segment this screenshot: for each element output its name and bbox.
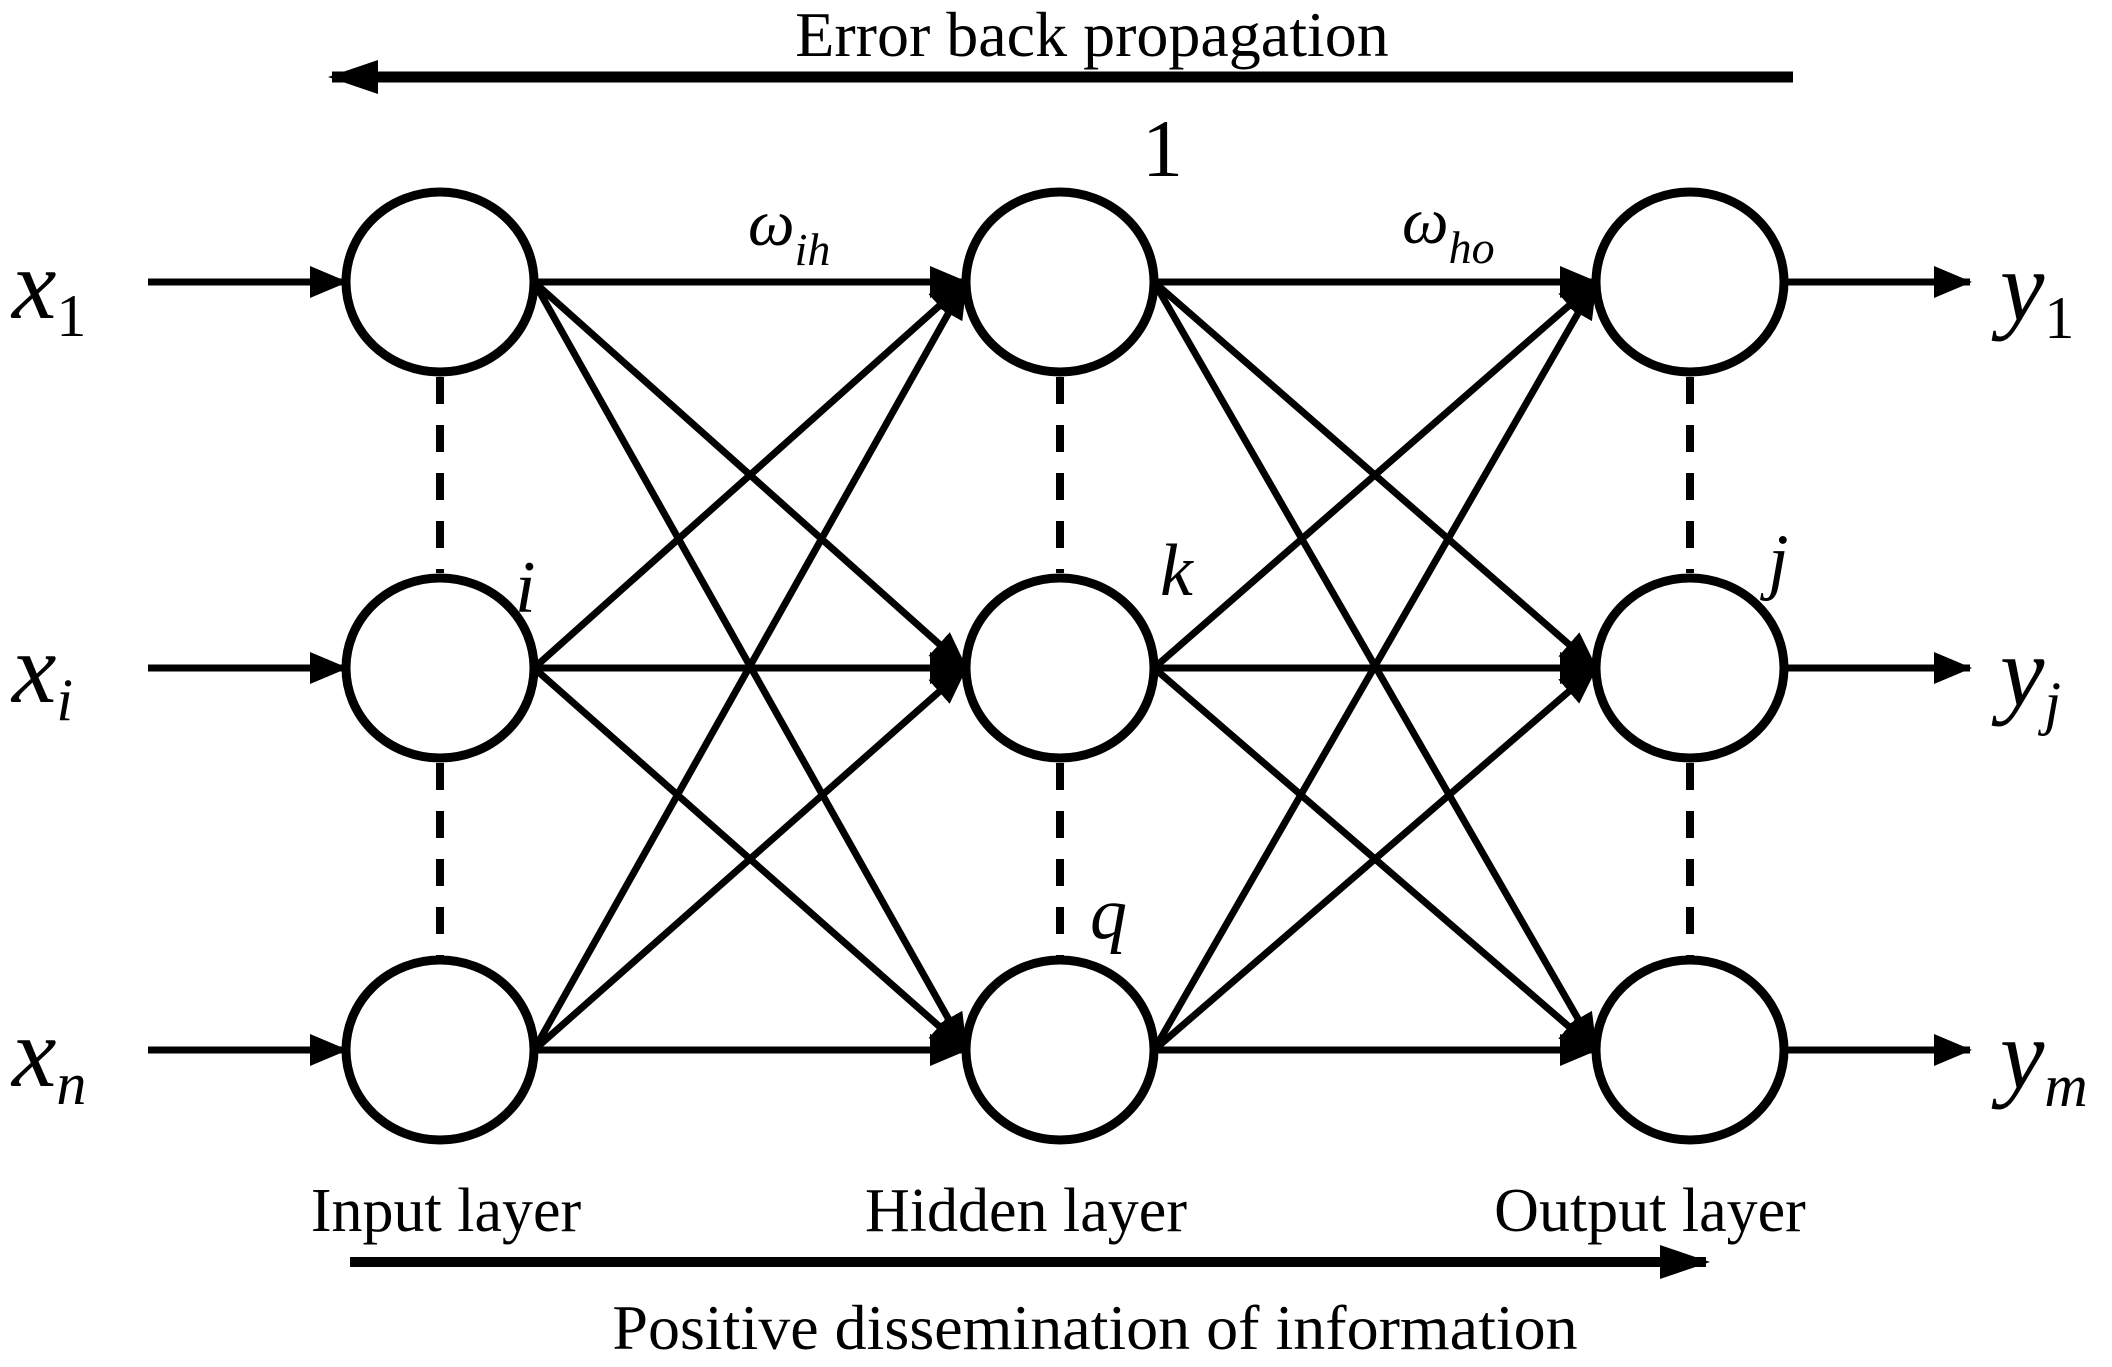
output-signal-labels: y1 yj ym [1991,231,2088,1119]
node-input-top [341,187,539,377]
error-backprop-flow: Error back propagation [328,0,1793,94]
output-label-y1: y1 [1991,231,2074,351]
node-hidden-bottom [961,955,1159,1145]
connection-line [1151,665,1599,1053]
output-layer-caption: Output layer [1494,1177,1806,1245]
neuron-nodes [341,187,1789,1145]
node-output-middle [1591,573,1789,763]
node-output-bottom [1591,955,1789,1145]
node-label-hidden-bottom: q [1090,873,1127,955]
input-layer-caption: Input layer [311,1177,582,1245]
connection-line [1151,279,1599,671]
connection-line [531,279,969,671]
node-hidden-top [961,187,1159,377]
connection-line [531,665,969,1053]
output-label-yj: yj [1991,616,2061,736]
weight-label-omega-ho: ωho [1402,185,1495,273]
layer-ellipsis-dashes [436,377,1694,957]
error-backprop-label: Error back propagation [795,0,1389,70]
hidden-layer-caption: Hidden layer [865,1177,1187,1245]
node-input-bottom [341,955,539,1145]
node-label-hidden-top: 1 [1142,103,1183,194]
hidden-output-connections [1150,266,1600,1066]
forward-flow-label: Positive dissemination of information [612,1292,1577,1363]
output-arrows [1784,266,1972,1066]
layer-captions: Input layer Hidden layer Output layer [311,1177,1806,1245]
weight-labels: ωih ωho [748,185,1495,275]
node-input-middle [341,573,539,763]
forward-flow: Positive dissemination of information [350,1245,1710,1363]
node-label-output-middle: j [1760,520,1789,602]
connection-line [530,280,970,1052]
input-signal-labels: x1 xi xn [10,229,86,1117]
node-label-input-middle: i [515,547,536,629]
node-index-labels: 1 i k q j [515,103,1789,955]
input-label-xn: xn [10,997,86,1117]
node-output-top [1591,187,1789,377]
output-label-ym: ym [1991,999,2088,1119]
input-label-x1: x1 [10,229,86,349]
input-label-xi: xi [10,613,73,733]
node-hidden-middle [961,573,1159,763]
connection-line [1150,280,1600,1052]
input-hidden-connections [530,266,970,1066]
input-arrows [148,266,348,1066]
weight-label-omega-ih: ωih [748,187,830,275]
node-label-hidden-middle: k [1160,530,1194,612]
